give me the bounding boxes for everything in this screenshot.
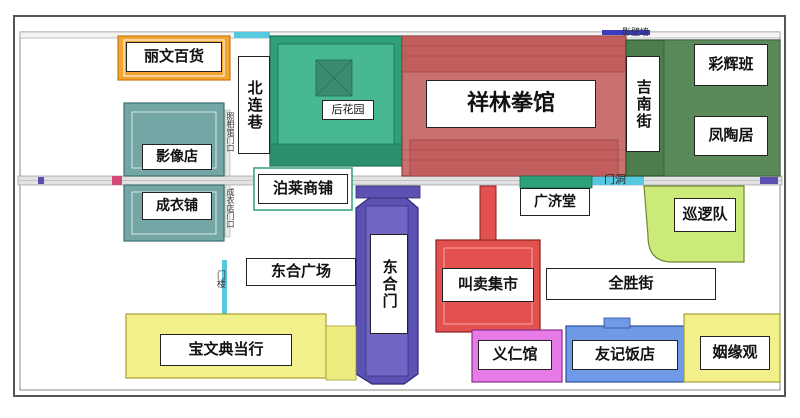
donghe-gate-label[interactable]: 东合门 [370, 234, 408, 334]
guangji-label[interactable]: 广济堂 [520, 188, 590, 216]
road-passage-left [38, 177, 44, 184]
road-passage-far [760, 177, 778, 184]
road-passage-mid [112, 176, 122, 185]
yiren-label[interactable]: 义仁馆 [478, 340, 552, 370]
menlou-label: 门楼 [215, 270, 225, 288]
zhaoxiang-gate-label: 照相馆门口 [226, 112, 235, 152]
youji-label[interactable]: 友记饭店 [572, 340, 678, 370]
xunluo-label[interactable]: 巡逻队 [674, 198, 736, 232]
yingxiang-label[interactable]: 影像店 [142, 144, 212, 170]
jiaomai-tower [479, 185, 497, 241]
quansheng-label[interactable]: 全胜街 [546, 268, 716, 300]
youji-steps [603, 317, 631, 329]
north-passage [224, 109, 231, 177]
fengtao-label[interactable]: 凤陶居 [694, 116, 768, 156]
baowen-annex [325, 325, 357, 381]
jiaomai-label[interactable]: 叫卖集市 [442, 268, 534, 302]
west-passage [222, 260, 227, 318]
jinan-label[interactable]: 吉南街 [626, 56, 660, 152]
chengyi-passage [224, 184, 231, 238]
road-passage-right [592, 176, 644, 185]
mendong-label: 门洞 [604, 173, 626, 186]
yinyuan-label[interactable]: 姻缘观 [700, 336, 770, 370]
top-wall-passage [234, 32, 270, 38]
caihui-label[interactable]: 彩辉班 [694, 44, 768, 86]
garden-label[interactable]: 后花园 [322, 100, 374, 120]
chengyi-label[interactable]: 成衣铺 [142, 192, 212, 220]
donghe-square-label[interactable]: 东合广场 [246, 258, 356, 286]
baowen-label[interactable]: 宝文典当行 [160, 334, 292, 366]
yingbi-wall-label: 影壁墙 [622, 28, 650, 38]
chengyi-gate-label: 成衣店门口 [226, 188, 235, 228]
top-wall-blue-mark [602, 30, 650, 35]
liwen-label[interactable]: 丽文百货 [126, 42, 222, 72]
xianglin-label[interactable]: 祥林拳馆 [426, 80, 596, 128]
guangji-roof [519, 175, 593, 189]
bolai-label[interactable]: 泊莱商铺 [258, 174, 348, 204]
beilian-label[interactable]: 北连巷 [238, 56, 270, 154]
